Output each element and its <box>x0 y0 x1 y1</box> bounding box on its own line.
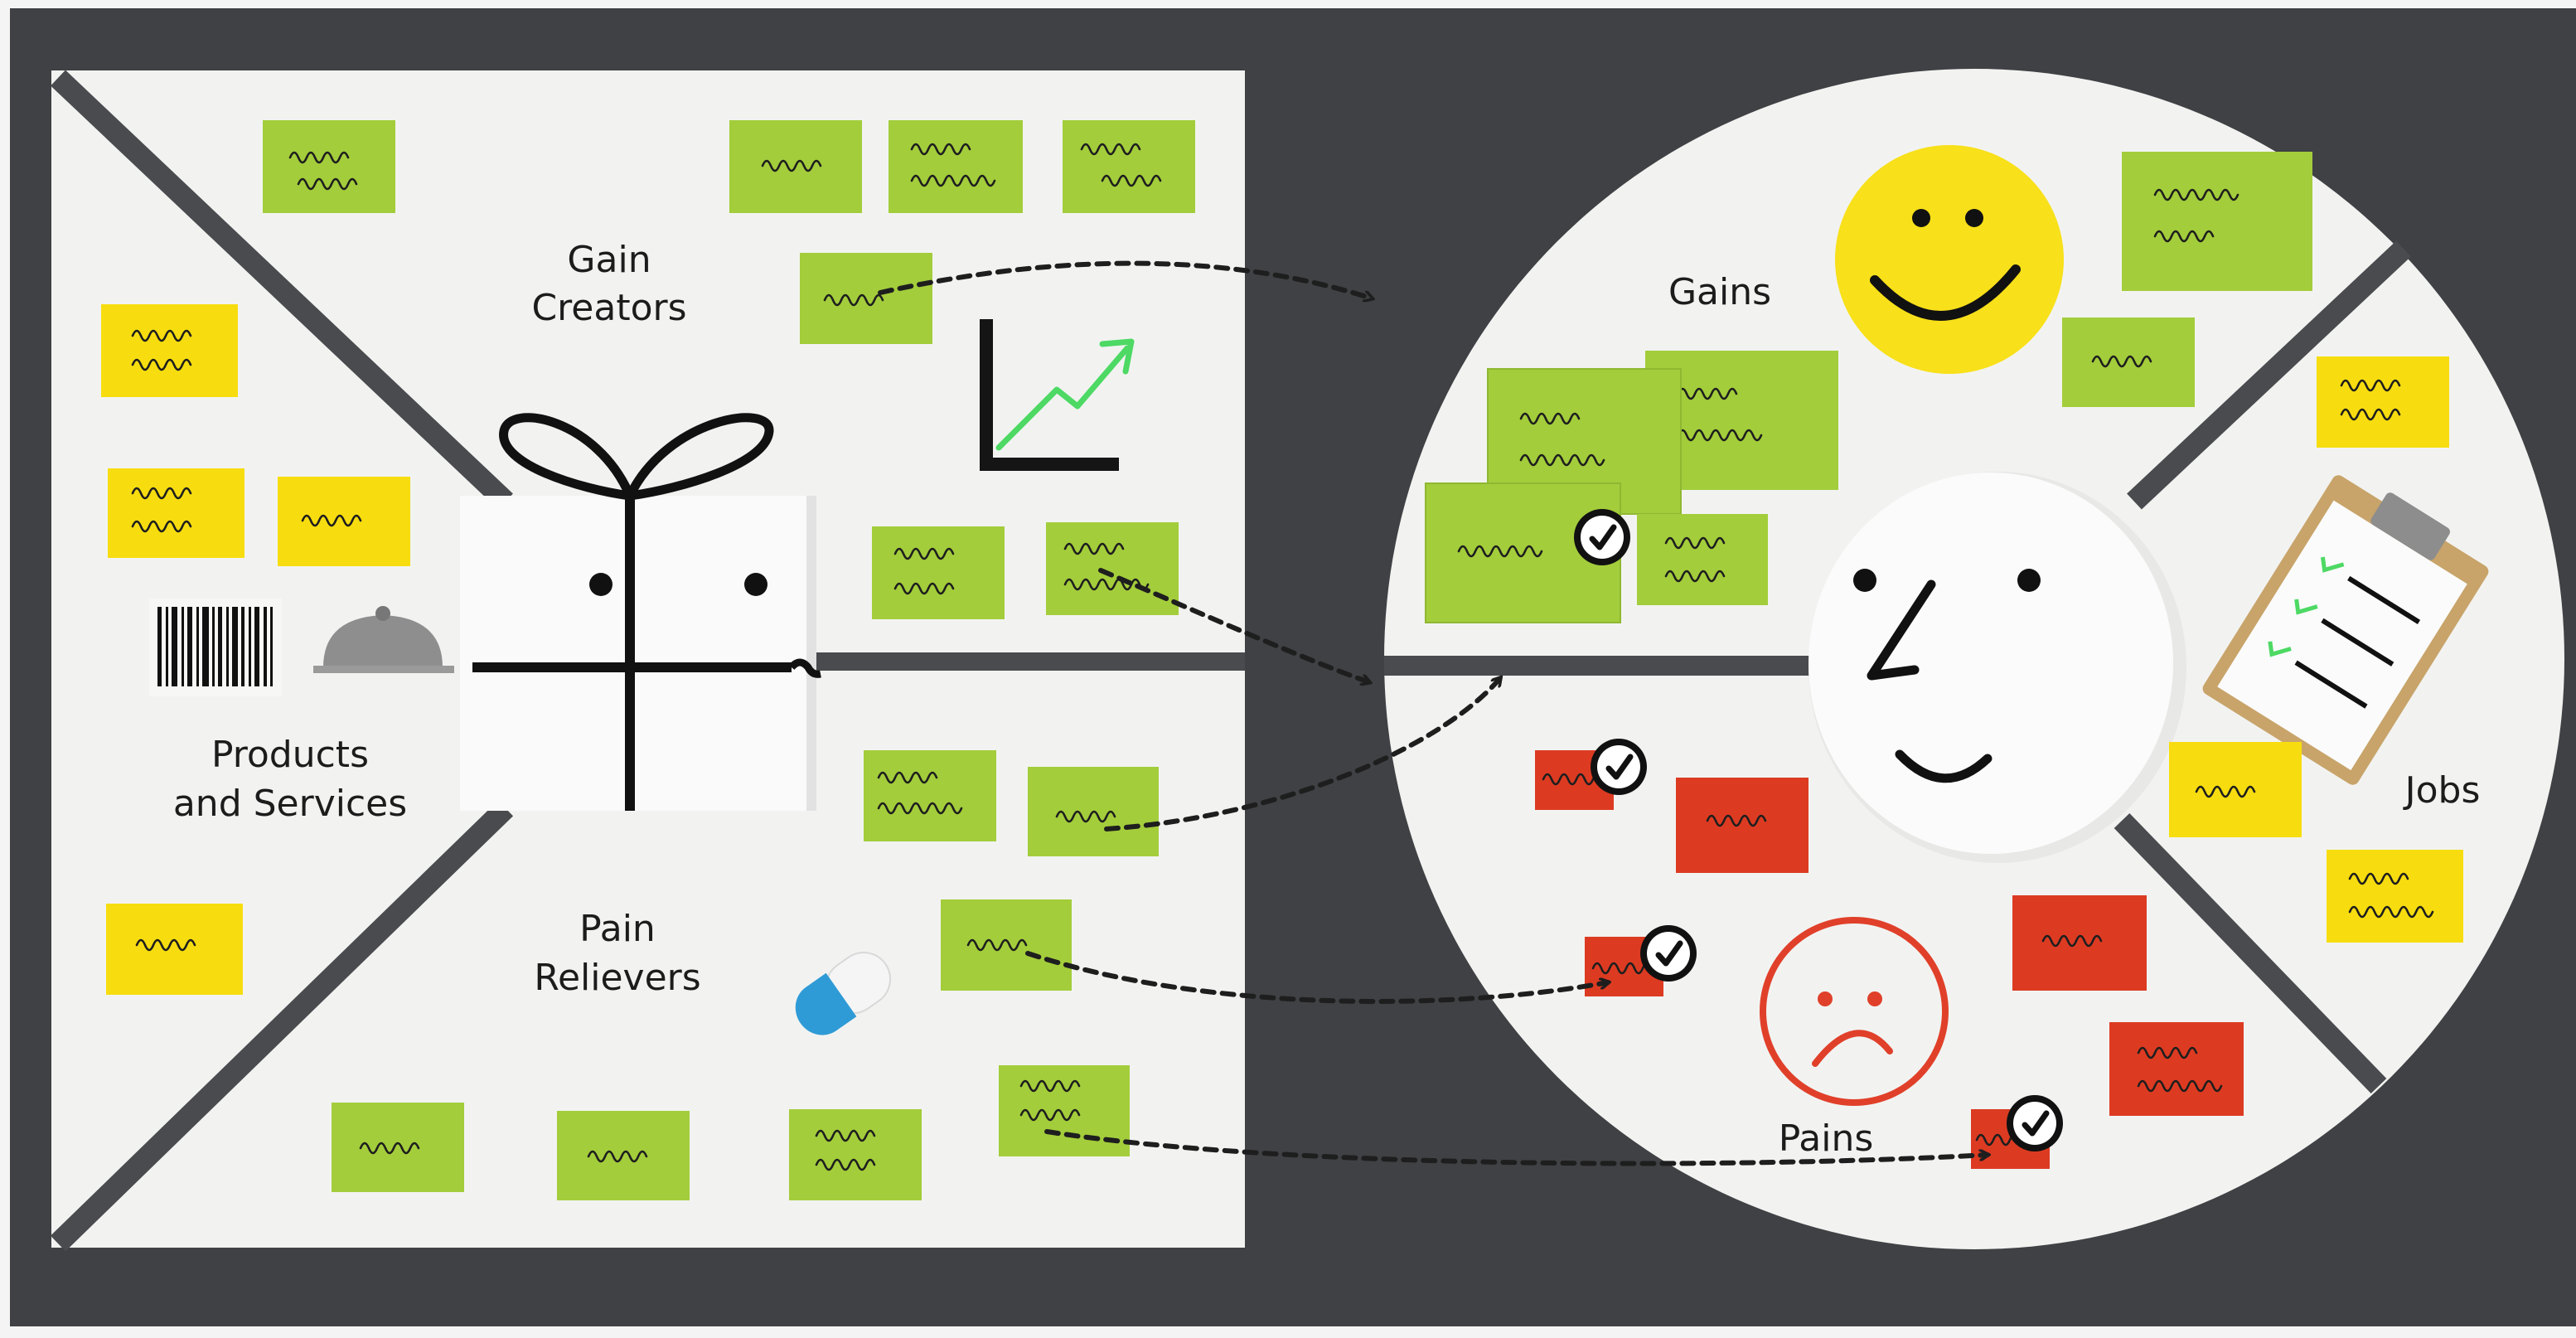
sticky-note <box>263 120 395 213</box>
arrow-gain-to-center <box>1098 568 1369 682</box>
cp-divider-lower-right <box>2114 812 2387 1094</box>
checkmark-icon <box>2007 1095 2063 1151</box>
pain-relievers-title-2: Relievers <box>534 957 700 999</box>
pain-relievers-title: Pain <box>579 908 656 950</box>
pains-title: Pains <box>1779 1117 1874 1160</box>
gift-box-icon <box>460 413 821 811</box>
sticky-note <box>2062 318 2195 407</box>
value-map: Gain Creators Products and Services Pain… <box>50 70 1245 1252</box>
gains-title: Gains <box>1668 271 1771 313</box>
sticky-note <box>2012 895 2147 991</box>
cloche-icon <box>313 606 454 673</box>
customer-face-icon <box>1809 472 2186 863</box>
sticky-note <box>2317 356 2449 448</box>
frame-left-edge <box>0 0 10 1338</box>
sticky-note <box>101 304 238 397</box>
sticky-note <box>2169 742 2302 837</box>
sticky-note <box>106 904 243 995</box>
products-services-title-2: and Services <box>173 783 407 825</box>
sticky-note <box>278 477 410 566</box>
pill-capsule-icon <box>795 952 892 1035</box>
sad-face-icon <box>1760 917 1949 1106</box>
sticky-note <box>941 899 1072 991</box>
cp-divider-upper-right <box>2127 240 2411 510</box>
sticky-note <box>1046 522 1179 615</box>
sticky-note <box>1063 120 1195 213</box>
fit-arrows <box>878 260 1988 1166</box>
growth-chart-icon <box>980 319 1135 471</box>
sticky-note <box>864 750 996 841</box>
arrow-gain-to-gains <box>878 260 1372 298</box>
sticky-note <box>1676 778 1809 873</box>
sticky-note <box>2122 152 2312 291</box>
products-services-title: Products <box>211 734 369 776</box>
sticky-note <box>1637 514 1768 605</box>
frame-bottom-edge <box>0 1326 2576 1338</box>
arrow-reliever-to-center <box>1104 678 1500 831</box>
arrow-reliever-to-pain-1 <box>1025 951 1608 1004</box>
clipboard-checklist-icon <box>2202 475 2489 785</box>
arrow-reliever-to-pain-2 <box>1044 1129 1988 1166</box>
sticky-note <box>889 120 1023 213</box>
sticky-note <box>2109 1022 2244 1116</box>
sticky-note <box>800 253 932 344</box>
barcode-icon <box>149 599 282 696</box>
smiley-face-icon <box>1835 145 2064 374</box>
checkmark-icon <box>1640 925 1697 982</box>
sticky-note <box>729 120 862 213</box>
gain-creators-title: Gain <box>567 239 651 281</box>
gain-creators-title-2: Creators <box>531 287 686 329</box>
sticky-note <box>999 1065 1130 1156</box>
vm-divider-bottom <box>50 800 514 1252</box>
sticky-note <box>789 1109 922 1200</box>
sticky-note <box>1028 767 1159 856</box>
sticky-note <box>2327 850 2463 943</box>
sticky-note <box>557 1111 690 1200</box>
checkmark-icon <box>1591 739 1647 795</box>
checkmark-icon <box>1574 509 1630 565</box>
customer-profile: Gains Pains Jobs <box>1384 69 2564 1249</box>
vm-divider-top <box>51 70 513 510</box>
jobs-title: Jobs <box>2403 769 2481 812</box>
sticky-note <box>108 468 245 558</box>
sticky-note <box>332 1103 464 1192</box>
sticky-note <box>872 526 1005 619</box>
frame-top-edge <box>0 0 2576 8</box>
